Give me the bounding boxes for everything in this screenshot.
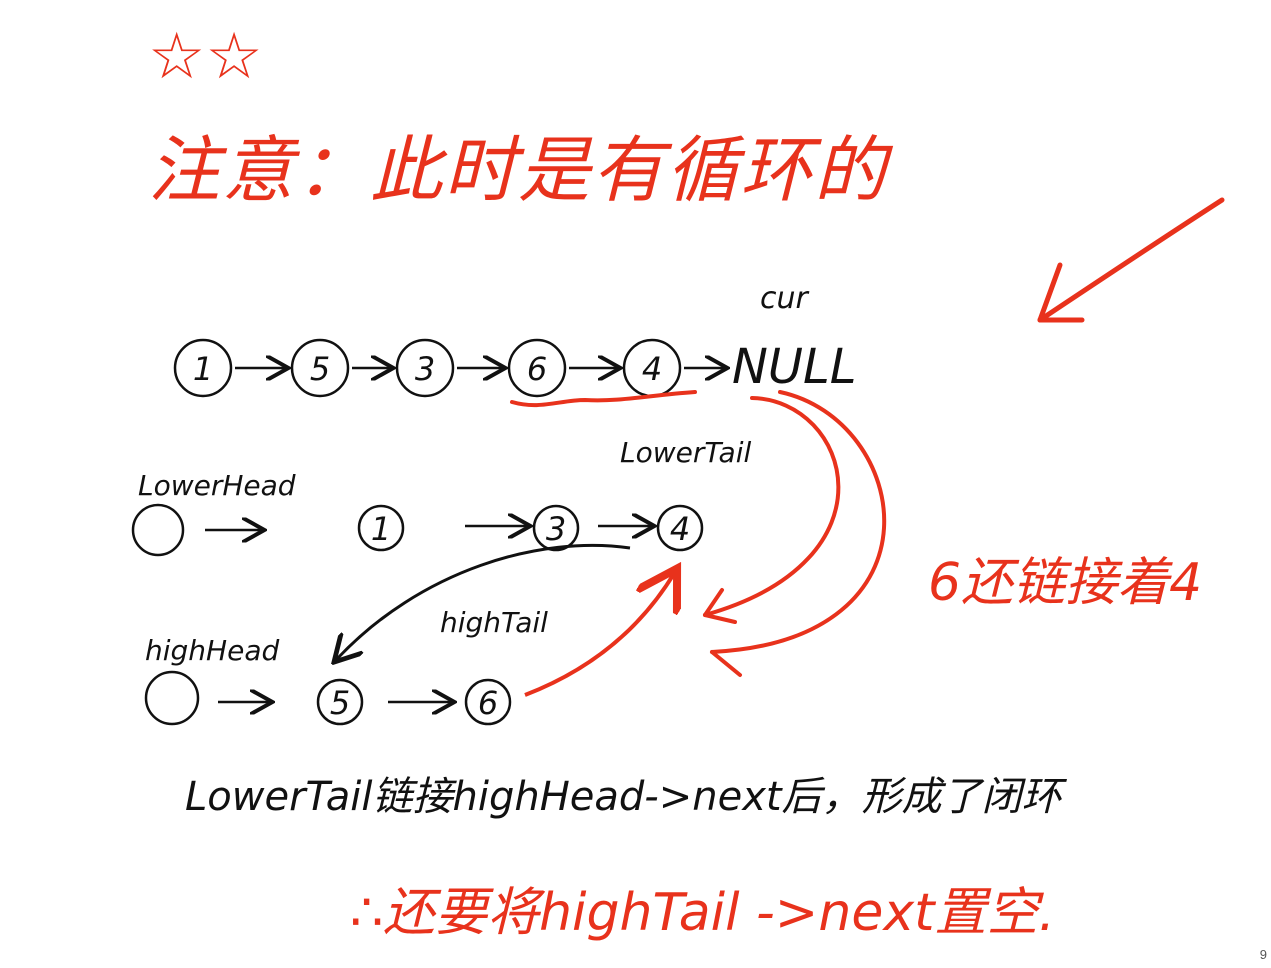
list-node <box>395 338 455 398</box>
bottom-note: LowerTail链接highHead->next后，形成了闭环 <box>185 774 1068 820</box>
list-node-label: 4 <box>670 510 690 548</box>
list-node <box>357 504 405 552</box>
list-node <box>290 338 350 398</box>
side-note: 6还链接着4 <box>928 553 1202 613</box>
list-node <box>656 504 704 552</box>
list-node-label: 1 <box>371 510 391 548</box>
list-node <box>464 678 512 726</box>
list-node-label: 6 <box>478 684 498 722</box>
conclusion: ∴还要将highTail ->next置空. <box>350 883 1055 943</box>
red-pointer-arrow-icon <box>1037 197 1225 323</box>
list-node-label: 5 <box>330 684 350 722</box>
list-node-label: 5 <box>310 350 330 388</box>
list-node <box>316 678 364 726</box>
lower-tail-label: LowerTail <box>620 436 751 469</box>
list-node-label: 6 <box>527 350 547 388</box>
heading: 注意：此时是有循环的 <box>148 128 894 212</box>
list-node <box>532 504 580 552</box>
list-node-label: 1 <box>193 350 213 388</box>
list-node <box>173 338 233 398</box>
lower-head-node <box>131 503 185 557</box>
loop-arrow-black <box>336 543 631 660</box>
red-underline <box>510 390 697 408</box>
high-head-node <box>144 670 200 726</box>
red-arrow-6-to-4 <box>524 572 675 697</box>
null-label: NULL <box>732 339 857 395</box>
title-stars: ☆☆ <box>148 20 263 94</box>
top-linked-list: 1 5 3 6 4 <box>173 338 725 398</box>
lower-head-label: LowerHead <box>138 469 296 502</box>
high-tail-label: highTail <box>440 606 548 639</box>
list-node-label: 3 <box>415 350 435 388</box>
list-node <box>507 338 567 398</box>
list-node-label: 3 <box>546 510 566 548</box>
red-loop-curves <box>703 390 887 677</box>
list-node-label: 4 <box>642 350 662 388</box>
page-number: 9 <box>1259 947 1267 962</box>
cur-label: cur <box>760 281 810 316</box>
lower-linked-list: 1 3 4 <box>357 504 704 552</box>
high-head-label: highHead <box>145 634 279 667</box>
